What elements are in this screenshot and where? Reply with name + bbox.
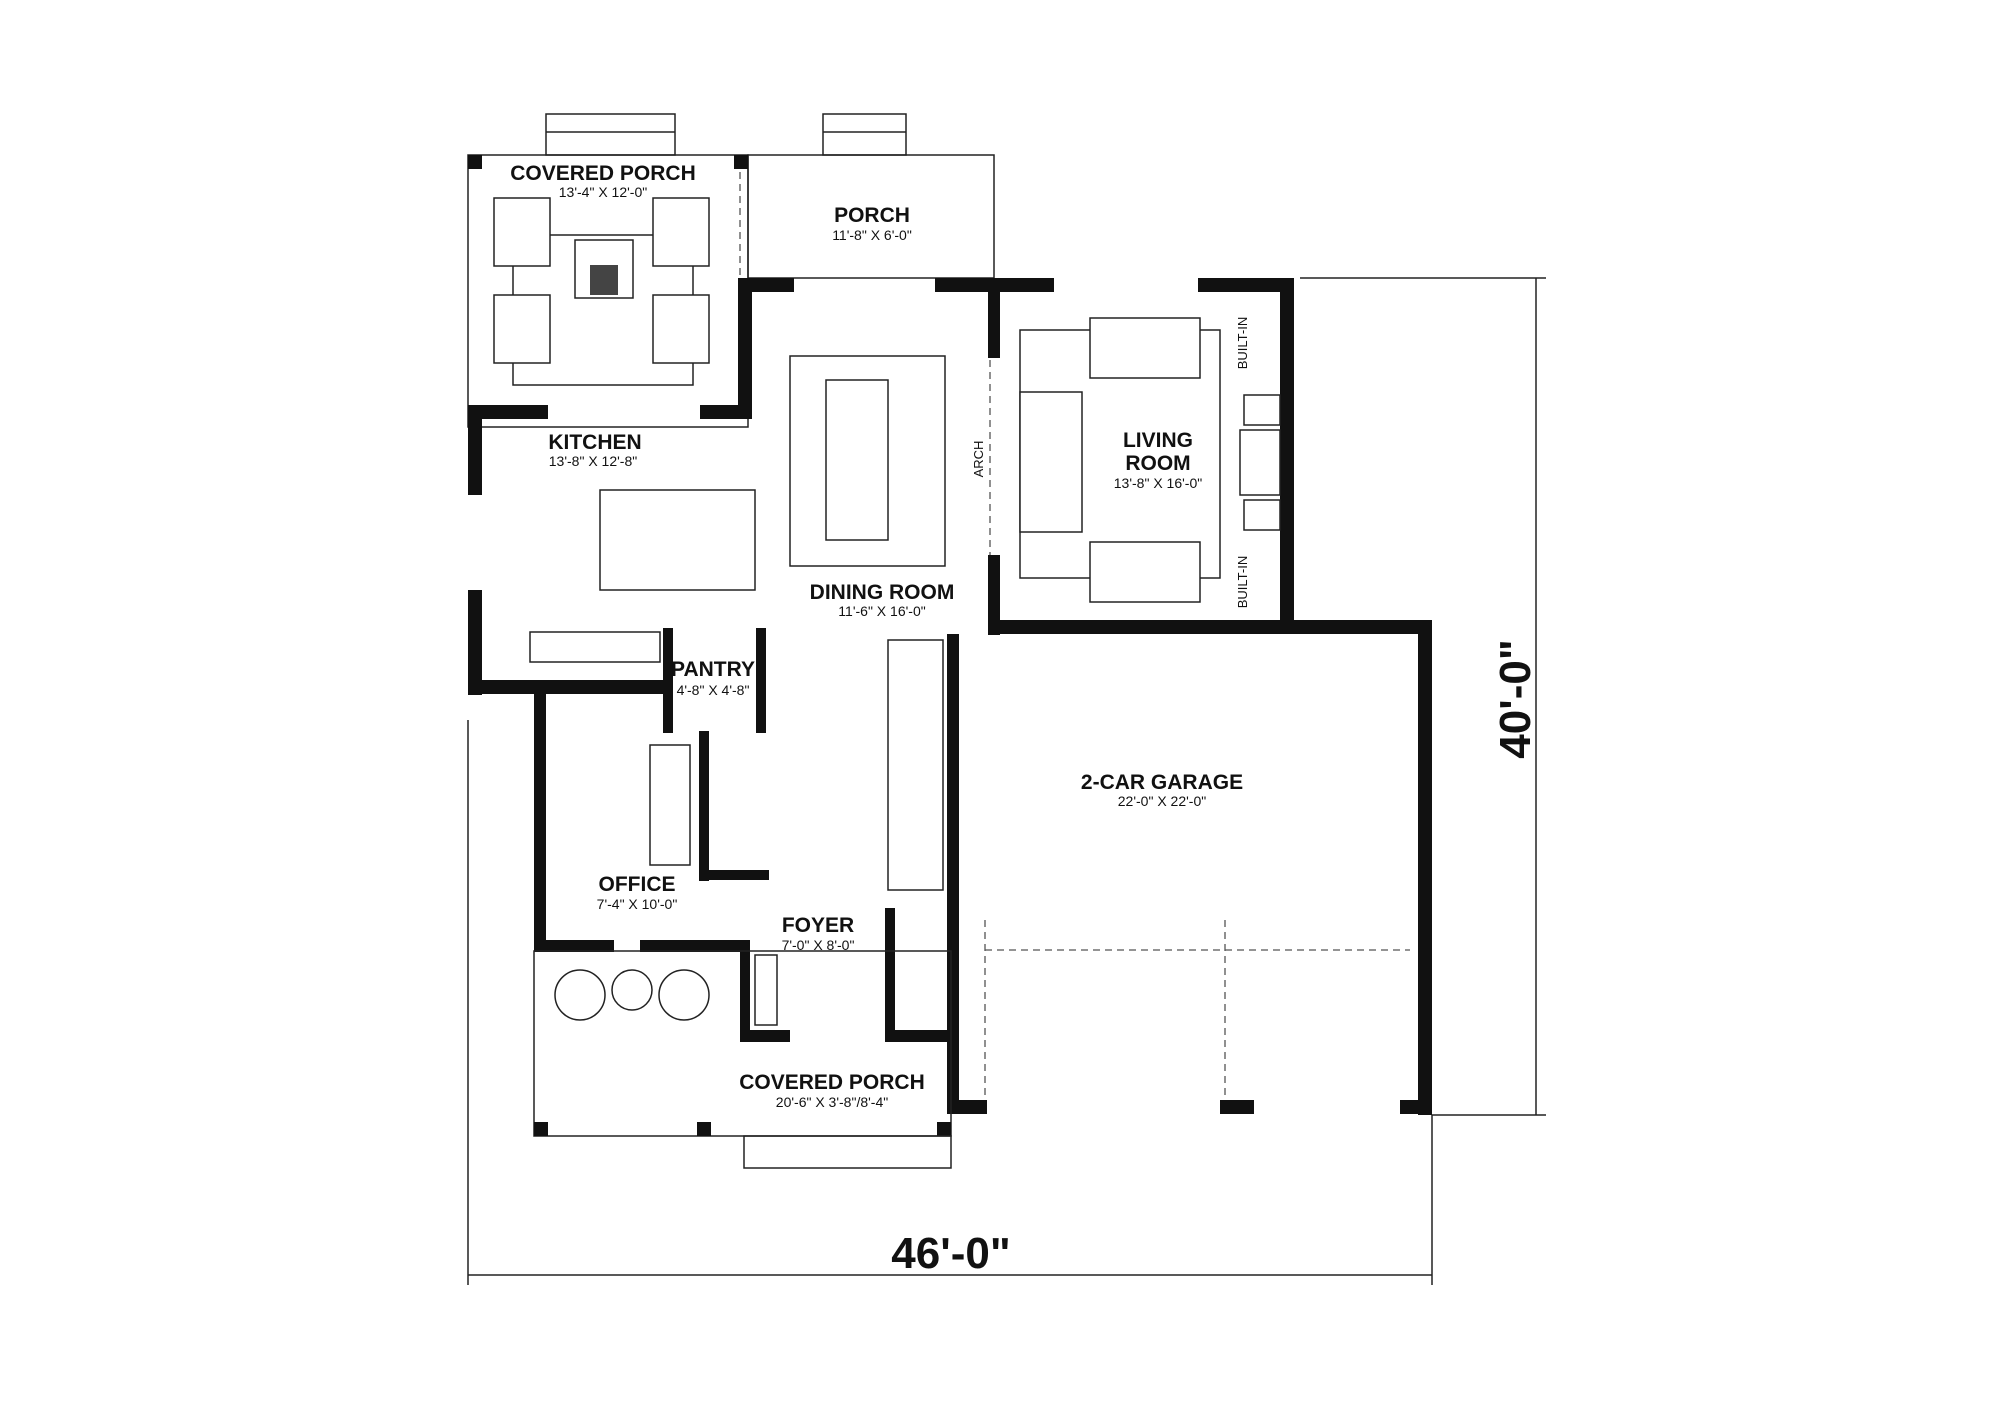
room-label-rear-covered-porch: COVERED PORCH (510, 162, 696, 185)
porch-furniture (493, 197, 710, 386)
room-label-foyer: FOYER (782, 914, 854, 937)
room-label-living-room-line1: LIVING (1123, 429, 1193, 452)
room-dims-living-room: 13'-8" X 16'-0" (1114, 475, 1202, 491)
arch-label: ARCH (971, 441, 986, 478)
room-label-kitchen: KITCHEN (548, 431, 641, 454)
room-label-dining-room: DINING ROOM (810, 581, 955, 604)
interior-details (529, 317, 1410, 1100)
rear-porch-outline (467, 154, 995, 428)
room-dims-kitchen: 13'-8" X 12'-8" (549, 453, 637, 469)
room-dims-office: 7'-4" X 10'-0" (597, 896, 678, 912)
room-dims-dining-room: 11'-6" X 16'-0" (838, 603, 925, 619)
room-label-garage: 2-CAR GARAGE (1081, 771, 1243, 794)
room-dims-front-covered-porch: 20'-6" X 3'-8"/8'-4" (776, 1094, 888, 1110)
room-label-pantry: PANTRY (671, 658, 755, 681)
walls (468, 278, 1432, 1115)
room-label-office: OFFICE (599, 873, 676, 896)
front-porch-outline (533, 950, 952, 1169)
overall-width-dimension: 46'-0" (891, 1229, 1010, 1278)
room-dims-foyer: 7'-0" X 8'-0" (782, 937, 855, 953)
room-label-porch: PORCH (834, 204, 910, 227)
room-dims-porch: 11'-8" X 6'-0" (832, 227, 912, 243)
overall-depth-dimension: 40'-0" (1491, 639, 1540, 758)
room-label-living-room-line2: ROOM (1125, 452, 1190, 475)
built-in-label-bottom: BUILT-IN (1235, 556, 1250, 609)
dimension-lines (467, 277, 1546, 1285)
room-dims-rear-covered-porch: 13'-4" X 12'-0" (559, 184, 647, 200)
rear-steps (545, 113, 907, 156)
room-dims-pantry: 4'-8" X 4'-8" (677, 682, 750, 698)
room-label-front-covered-porch: COVERED PORCH (739, 1071, 925, 1094)
room-dims-garage: 22'-0" X 22'-0" (1118, 793, 1206, 809)
built-in-label-top: BUILT-IN (1235, 317, 1250, 370)
